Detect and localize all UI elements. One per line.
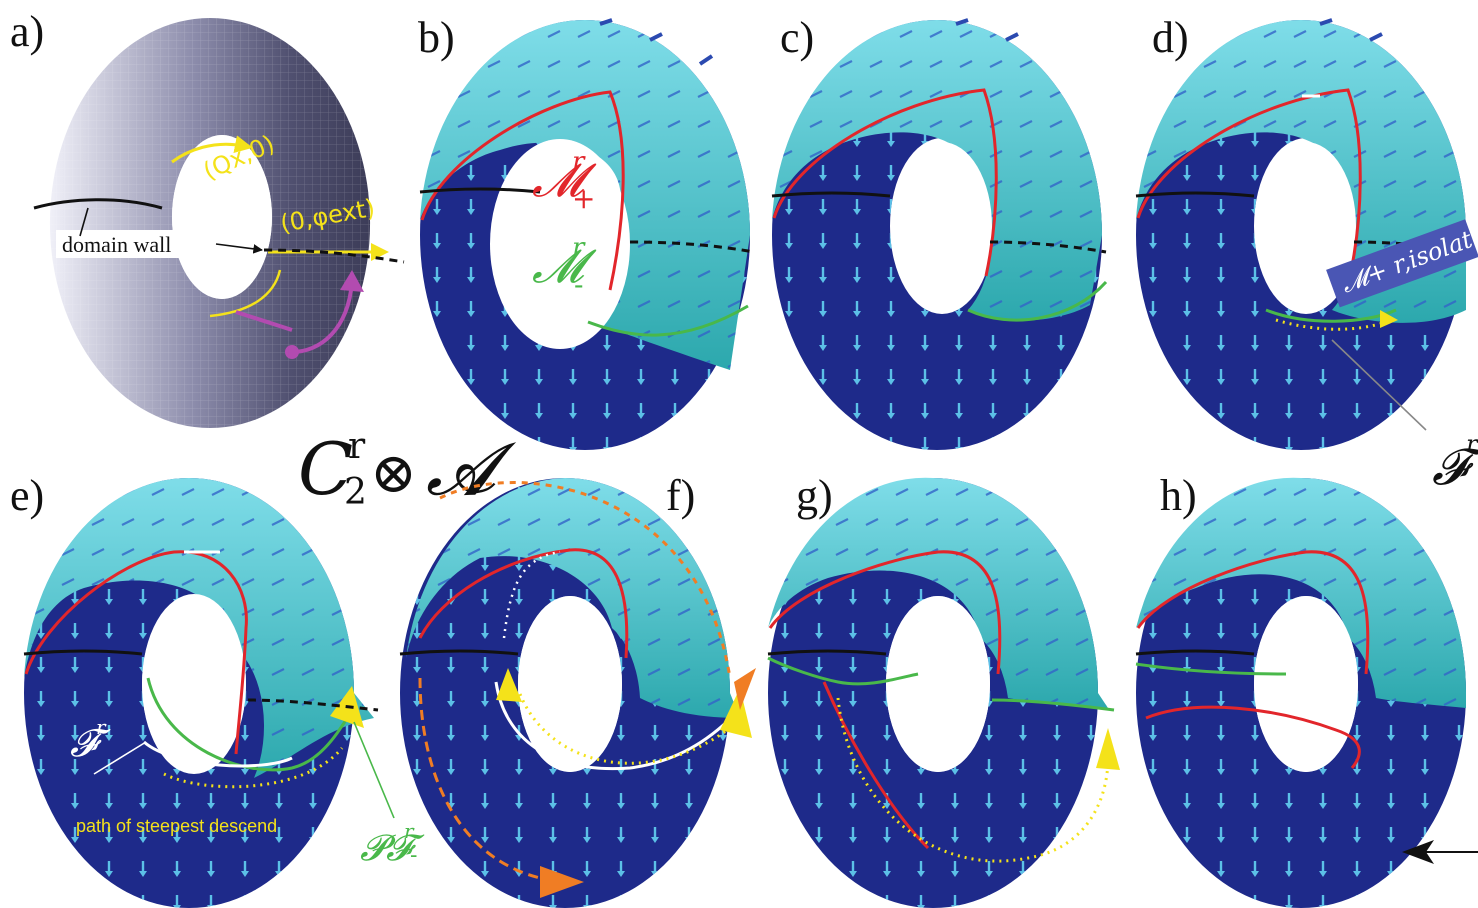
svg-text:⊗: ⊗ xyxy=(370,441,417,506)
torus-h xyxy=(1135,477,1466,908)
panel-label-b: b) xyxy=(418,13,455,62)
panel-h: h) xyxy=(1135,471,1478,908)
panel-d: d) 𝓜+ r,isolated 𝓕 r xyxy=(1135,13,1478,496)
pointer-arrowhead xyxy=(1402,840,1434,864)
panel-label-d: d) xyxy=(1152,13,1189,62)
yellow-loop xyxy=(209,269,282,318)
svg-text:r: r xyxy=(348,426,366,467)
f-label-d: 𝓕 r xyxy=(1432,430,1478,496)
edge-marks xyxy=(599,18,1383,66)
domain-wall-label: domain wall xyxy=(62,232,171,257)
panel-g: g) xyxy=(767,471,1120,908)
svg-text:2: 2 xyxy=(344,472,367,513)
domain-wall-pointer xyxy=(215,243,263,254)
torus-e xyxy=(23,477,395,908)
panel-label-c: c) xyxy=(780,13,814,62)
svg-text:-: - xyxy=(574,268,583,301)
hole-c xyxy=(892,142,992,310)
magenta-arrowhead xyxy=(340,270,364,292)
svg-text:+: + xyxy=(572,182,595,215)
dashed-wall xyxy=(263,248,405,264)
torus-g xyxy=(767,477,1120,908)
torus-d xyxy=(1135,19,1478,450)
panel-label-e: e) xyxy=(10,471,44,520)
panel-label-h: h) xyxy=(1160,471,1197,520)
black-wall xyxy=(419,187,541,194)
svg-text:-: - xyxy=(410,843,417,868)
torus-c xyxy=(771,19,1108,450)
green-curve xyxy=(587,304,749,337)
panel-label-f: f) xyxy=(666,471,695,520)
symmetry-label: C r 2 ⊗ 𝓐 xyxy=(298,426,517,513)
path-label: path of steepest descend xyxy=(76,816,277,836)
torus-b xyxy=(419,19,755,450)
panel-e: e) 𝓕 r path of steepest descend 𝓟𝓕 r - xyxy=(10,471,425,908)
panel-c: c) xyxy=(771,13,1108,450)
magenta-path xyxy=(235,281,354,354)
svg-text:r: r xyxy=(404,819,415,843)
svg-text:r: r xyxy=(1466,430,1478,458)
pf-label: 𝓟𝓕 r - xyxy=(360,819,425,869)
svg-text:C: C xyxy=(298,427,353,511)
qx-arrow xyxy=(171,135,253,164)
svg-text:r: r xyxy=(572,233,586,263)
domain-wall-label-bg xyxy=(56,230,216,258)
torus-mesh xyxy=(49,17,371,429)
domain-wall-pointer-2 xyxy=(79,207,89,237)
panel-b: b) 𝓜 r + 𝓜 r - xyxy=(418,13,755,450)
svg-text:r: r xyxy=(96,715,107,739)
panel-a: a) (Qx,0) (0,φext) domain wall xyxy=(10,7,405,429)
panel-f: f) xyxy=(399,471,756,908)
red-curve xyxy=(420,90,625,291)
panel-label-a: a) xyxy=(10,7,44,56)
svg-text:r: r xyxy=(572,147,586,177)
magenta-point xyxy=(285,345,299,359)
panel-label-g: g) xyxy=(796,471,833,520)
domain-wall-line xyxy=(33,198,163,210)
dashed-wall xyxy=(629,240,755,254)
torus-f xyxy=(399,478,756,908)
